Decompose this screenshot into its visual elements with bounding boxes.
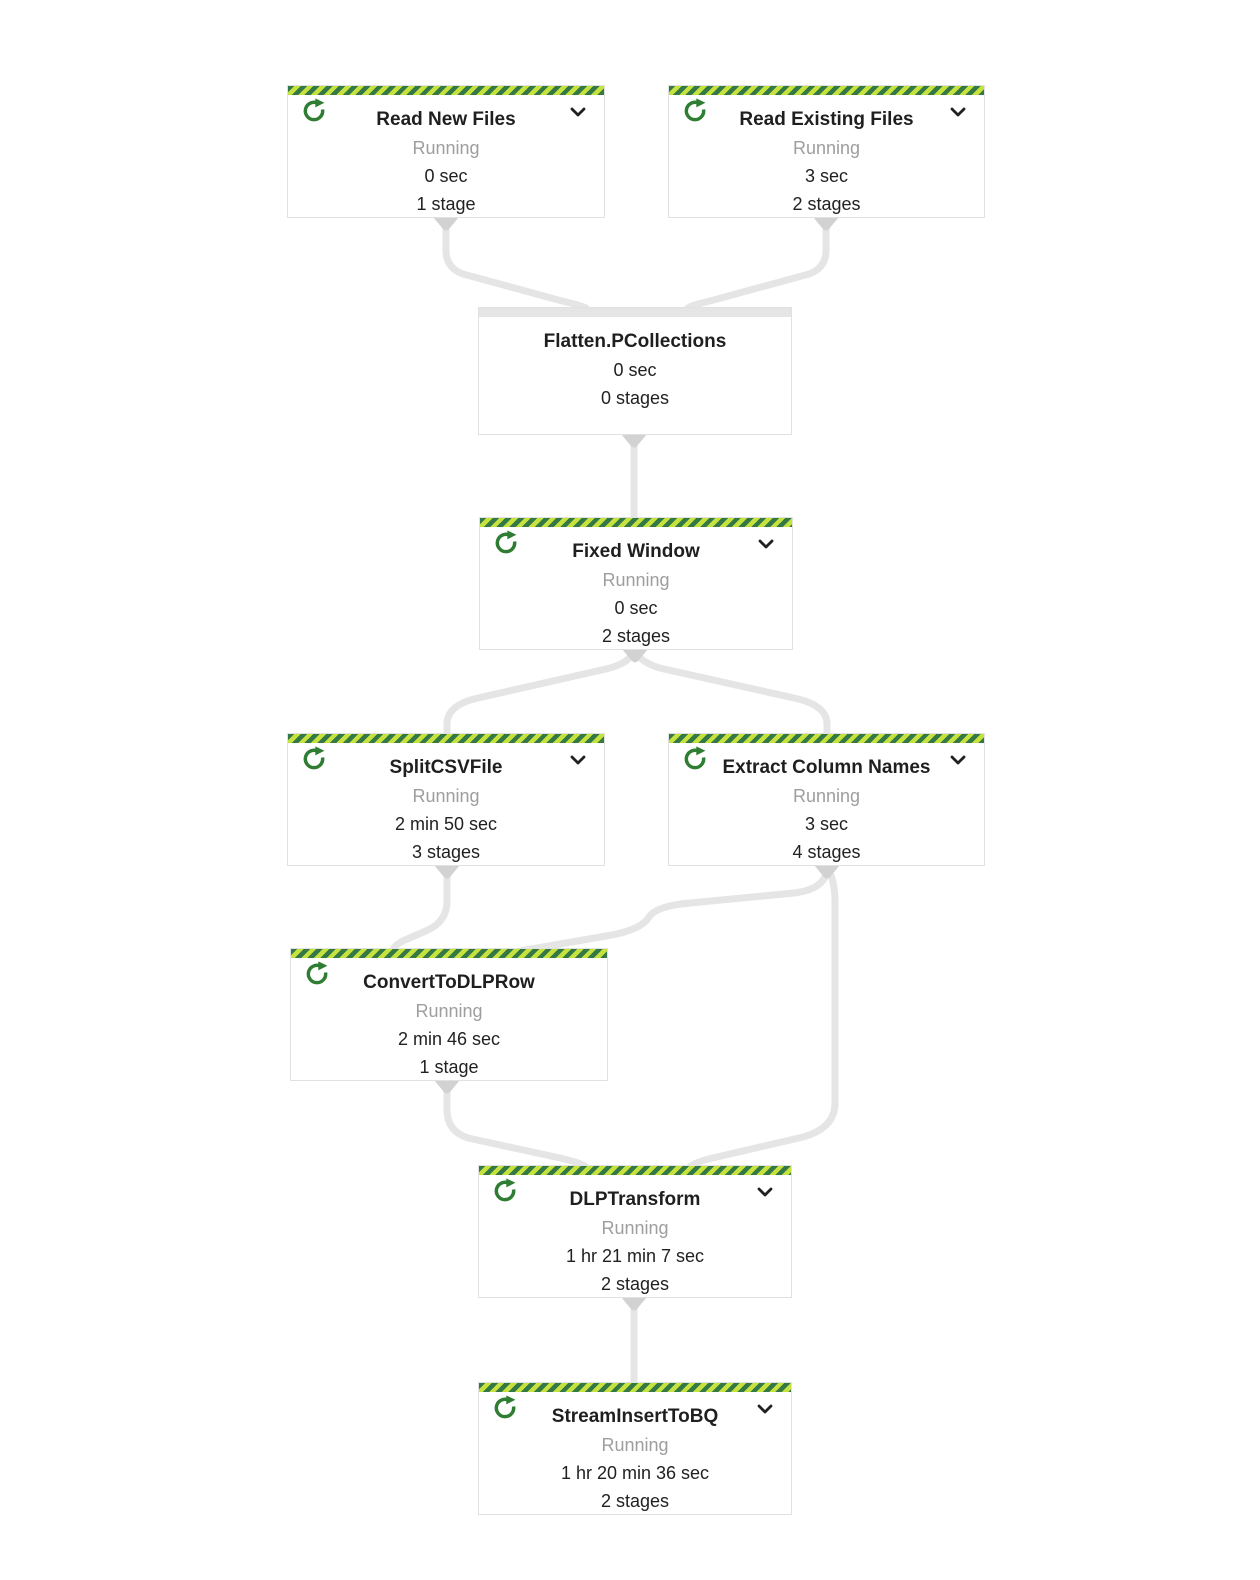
edge-read-new-files-to-flatten	[442, 214, 590, 312]
node-streaminserttobq[interactable]: StreamInsertToBQ Running 1 hr 20 min 36 …	[478, 1382, 792, 1515]
node-duration: 0 sec	[614, 598, 658, 618]
chevron-down-icon[interactable]	[753, 1180, 777, 1204]
edge-read-existing-files-to-flatten	[684, 214, 830, 312]
node-stages: 2 stages	[601, 626, 671, 646]
idle-top-bar	[479, 308, 791, 317]
chevron-down-icon[interactable]	[946, 748, 970, 772]
node-stages: 2 stages	[792, 194, 861, 214]
chevron-down-icon[interactable]	[753, 1397, 777, 1421]
node-duration: 2 min 46 sec	[397, 1029, 501, 1049]
edge-fixed-window-to-extract-column-names	[631, 647, 831, 739]
node-title: DLPTransform	[569, 1189, 701, 1210]
chevron-down-icon[interactable]	[754, 532, 778, 556]
node-read-new-files[interactable]: Read New Files Running 0 sec 1 stage	[287, 85, 605, 218]
chevron-down-icon[interactable]	[946, 100, 970, 124]
node-read-existing-files[interactable]: Read Existing Files Running 3 sec 2 stag…	[668, 85, 985, 218]
node-stages: 2 stages	[600, 1491, 670, 1511]
node-status: Running	[412, 138, 480, 158]
node-fixed-window[interactable]: Fixed Window Running 0 sec 2 stages	[479, 517, 793, 650]
node-flatten-pcollections[interactable]: Flatten.PCollections 0 sec 0 stages	[478, 307, 792, 435]
node-status: Running	[601, 1218, 669, 1238]
output-nub	[433, 217, 459, 231]
node-duration: 1 hr 21 min 7 sec	[565, 1246, 705, 1266]
node-status: Running	[602, 570, 670, 590]
node-status: Running	[412, 786, 480, 806]
node-stages: 2 stages	[600, 1274, 670, 1294]
running-stripe-bar	[479, 1166, 791, 1175]
node-title: ConvertToDLPRow	[363, 972, 535, 993]
rotate-right-icon	[684, 98, 706, 122]
edge-fixed-window-to-splitcsvfile	[443, 647, 639, 739]
output-nub	[813, 217, 839, 231]
output-nub	[621, 1297, 647, 1311]
edge-extract-column-names-to-converttodlprow	[501, 863, 831, 960]
running-stripe-bar	[291, 949, 607, 958]
output-nub	[622, 649, 648, 663]
running-stripe-bar	[479, 1383, 791, 1392]
output-nub	[814, 865, 840, 879]
node-stages: 1 stage	[416, 194, 476, 214]
edge-extract-column-names-to-dlptransform	[686, 863, 839, 1171]
node-duration: 3 sec	[804, 166, 849, 186]
rotate-right-icon	[303, 746, 325, 770]
node-title: Fixed Window	[572, 541, 700, 562]
node-title: Flatten.PCollections	[543, 331, 727, 352]
node-duration: 0 sec	[613, 360, 657, 380]
node-dlptransform[interactable]: DLPTransform Running 1 hr 21 min 7 sec 2…	[478, 1165, 792, 1298]
edge-splitcsvfile-to-converttodlprow	[389, 863, 451, 954]
running-stripe-bar	[288, 86, 604, 95]
node-title: StreamInsertToBQ	[551, 1406, 719, 1427]
running-stripe-bar	[669, 734, 984, 743]
output-nub	[434, 1080, 460, 1094]
edge-converttodlprow-to-dlptransform	[443, 1078, 590, 1171]
rotate-right-icon	[303, 98, 325, 122]
running-stripe-bar	[288, 734, 604, 743]
node-status: Running	[792, 138, 861, 158]
rotate-right-icon	[494, 1178, 516, 1202]
node-duration: 1 hr 20 min 36 sec	[560, 1463, 710, 1483]
rotate-right-icon	[494, 1395, 516, 1419]
running-stripe-bar	[669, 86, 984, 95]
node-duration: 0 sec	[424, 166, 468, 186]
chevron-down-icon[interactable]	[566, 748, 590, 772]
node-status: Running	[415, 1001, 483, 1021]
node-status: Running	[792, 786, 861, 806]
node-status: Running	[601, 1435, 669, 1455]
output-nub	[434, 865, 460, 879]
node-converttodlprow[interactable]: ConvertToDLPRow Running 2 min 46 sec 1 s…	[290, 948, 608, 1081]
chevron-down-icon[interactable]	[566, 100, 590, 124]
node-stages: 0 stages	[600, 388, 670, 408]
rotate-right-icon	[306, 961, 328, 985]
node-splitcsvfile[interactable]: SplitCSVFile Running 2 min 50 sec 3 stag…	[287, 733, 605, 866]
node-title: SplitCSVFile	[389, 757, 503, 778]
rotate-right-icon	[495, 530, 517, 554]
node-duration: 2 min 50 sec	[394, 814, 498, 834]
node-title: Read New Files	[376, 109, 516, 130]
node-stages: 4 stages	[792, 842, 861, 862]
node-title: Extract Column Names	[722, 757, 931, 778]
output-nub	[621, 434, 647, 448]
node-extract-column-names[interactable]: Extract Column Names Running 3 sec 4 sta…	[668, 733, 985, 866]
node-stages: 1 stage	[419, 1057, 479, 1077]
node-stages: 3 stages	[411, 842, 481, 862]
running-stripe-bar	[480, 518, 792, 527]
node-title: Read Existing Files	[739, 109, 914, 130]
node-duration: 3 sec	[804, 814, 849, 834]
rotate-right-icon	[684, 746, 706, 770]
